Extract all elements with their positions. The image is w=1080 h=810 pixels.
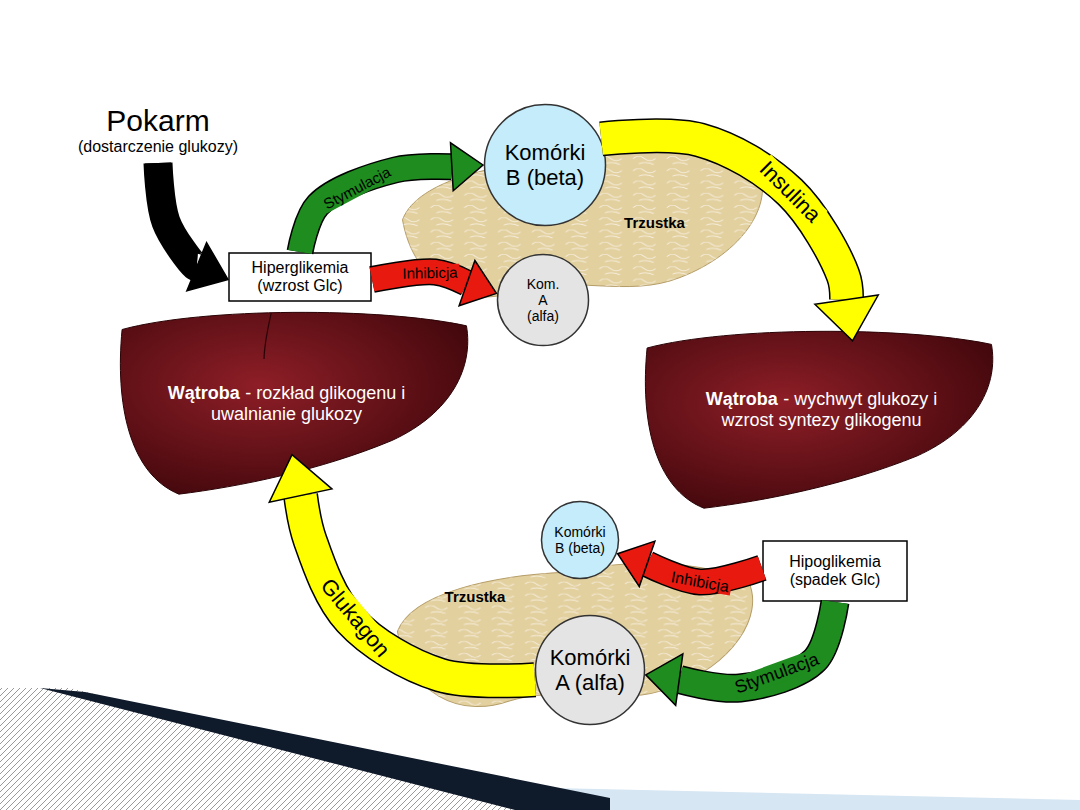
block-arrow	[372, 261, 496, 306]
liver-shape: Wątroba- rozkład glikogenu i uwalnianie …	[115, 311, 470, 496]
node-label: Komórki A (alfa)	[550, 645, 631, 696]
text-block: Hipoglikemia (spadek Glc)	[770, 553, 900, 590]
node-label: Trzustka	[624, 214, 685, 231]
text-block: Komórki B (beta)	[505, 140, 586, 191]
node-label: Komórki B (beta)	[505, 140, 586, 191]
dark-wedge	[40, 688, 610, 810]
node-label: Kom. A (alfa)	[527, 276, 560, 324]
node-label: Hiperglikemia (wzrost Glc)	[236, 259, 364, 296]
text-block: Wątroba- wychwyt glukozy i wzrost syntez…	[697, 389, 947, 430]
text-block: Trzustka	[445, 588, 506, 605]
arrow-label: Inhibicja	[400, 264, 459, 282]
text-block: Komórki B (beta)	[554, 524, 605, 556]
liver-lobe-line	[264, 312, 271, 358]
text-block: Wątroba- rozkład glikogenu i uwalnianie …	[152, 383, 422, 424]
text-block: Trzustka	[624, 214, 685, 231]
arrow-head	[187, 243, 228, 291]
text-block: Pokarm(dostarczenie glukozy)	[78, 104, 238, 157]
liver-shape: Wątroba- wychwyt glukozy i wzrost syntez…	[640, 330, 995, 510]
node-label: Komórki B (beta)	[554, 524, 605, 556]
liver-body	[120, 312, 467, 494]
alpha-cell-circle: Kom. A (alfa)	[496, 253, 590, 347]
node-label: Trzustka	[445, 588, 506, 605]
beta-cell-circle: Komórki B (beta)	[483, 103, 607, 227]
box-outline	[229, 253, 371, 301]
cell-circle	[498, 255, 589, 346]
organ-description: - rozkład glikogenu i uwalnianie glukozy	[211, 383, 405, 424]
box-outline	[763, 541, 907, 601]
text-block: Hiperglikemia (wzrost Glc)	[236, 259, 364, 296]
cell-circle	[536, 616, 645, 725]
process-box: Hiperglikemia (wzrost Glc)	[228, 252, 372, 302]
arrow-body	[158, 163, 197, 267]
text-block: Komórki A (alfa)	[550, 645, 631, 696]
alpha-cell-circle: Komórki A (alfa)	[534, 614, 646, 726]
cell-circle	[485, 105, 606, 226]
text-block: Kom. A (alfa)	[527, 276, 560, 324]
beta-cell-circle: Komórki B (beta)	[540, 500, 620, 580]
cell-circle	[542, 502, 619, 579]
arrow-label-holder: Inhibicja	[400, 264, 459, 283]
organ-name: Wątroba	[168, 383, 240, 403]
source-label: Pokarm(dostarczenie glukozy)	[58, 97, 258, 163]
block-arrow	[158, 163, 228, 291]
process-box: Hipoglikemia (spadek Glc)	[762, 540, 908, 602]
liver-outline	[115, 311, 470, 496]
liver-body	[645, 331, 992, 508]
source-note: (dostarczenie glukozy)	[78, 138, 238, 156]
arrow-outline	[158, 163, 197, 267]
source-title: Pokarm	[78, 104, 238, 139]
organ-name: Wątroba	[706, 389, 778, 409]
node-label: Hipoglikemia (spadek Glc)	[770, 553, 900, 590]
